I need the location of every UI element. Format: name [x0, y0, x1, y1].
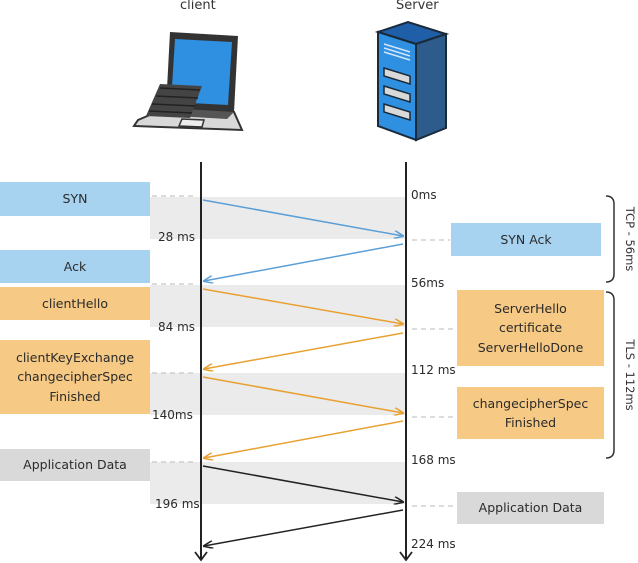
client-application-data: Application Data [0, 449, 150, 481]
server-application-data: Application Data [457, 492, 604, 524]
server-label: Server [396, 0, 439, 13]
arrow-syn [202, 199, 403, 236]
server-hello-message: ServerHello certificate ServerHelloDone [457, 290, 604, 366]
tcp-bracket-label: TCP - 56ms [623, 206, 637, 272]
laptop-icon [132, 32, 244, 132]
tcp-bracket [605, 195, 615, 283]
tls-bracket [605, 291, 615, 459]
client-key-exchange-message: clientKeyExchange changecipherSpec Finis… [0, 340, 150, 414]
time-84ms: 84 ms [158, 320, 196, 334]
server-icon [374, 20, 450, 142]
time-28ms: 28 ms [158, 230, 196, 244]
time-112ms: 112 ms [411, 363, 456, 377]
arrow-server-finished [204, 420, 404, 458]
time-56ms: 56ms [411, 276, 445, 290]
time-224ms: 224 ms [411, 537, 456, 551]
tls-bracket-label: TLS - 112ms [623, 339, 637, 411]
band-1 [150, 197, 405, 239]
time-0ms: 0ms [411, 188, 437, 202]
client-hello-message: clientHello [0, 287, 150, 320]
arrow-server-hello [204, 332, 404, 369]
ack-message: Ack [0, 250, 150, 283]
band-4 [150, 462, 405, 504]
time-140ms: 140ms [152, 408, 193, 422]
arrow-client-key-exchange [202, 376, 403, 413]
arrow-client-data [202, 465, 403, 502]
client-label: client [180, 0, 216, 13]
syn-message: SYN [0, 182, 150, 216]
arrow-syn-ack [204, 243, 404, 281]
server-change-cipher-message: changecipherSpec Finished [457, 387, 604, 439]
band-2 [150, 285, 405, 327]
time-168ms: 168 ms [411, 453, 456, 467]
arrow-server-data [204, 509, 404, 546]
band-3 [150, 373, 405, 415]
time-196ms: 196 ms [155, 497, 200, 511]
arrow-client-hello [202, 288, 403, 324]
syn-ack-message: SYN Ack [451, 223, 601, 256]
